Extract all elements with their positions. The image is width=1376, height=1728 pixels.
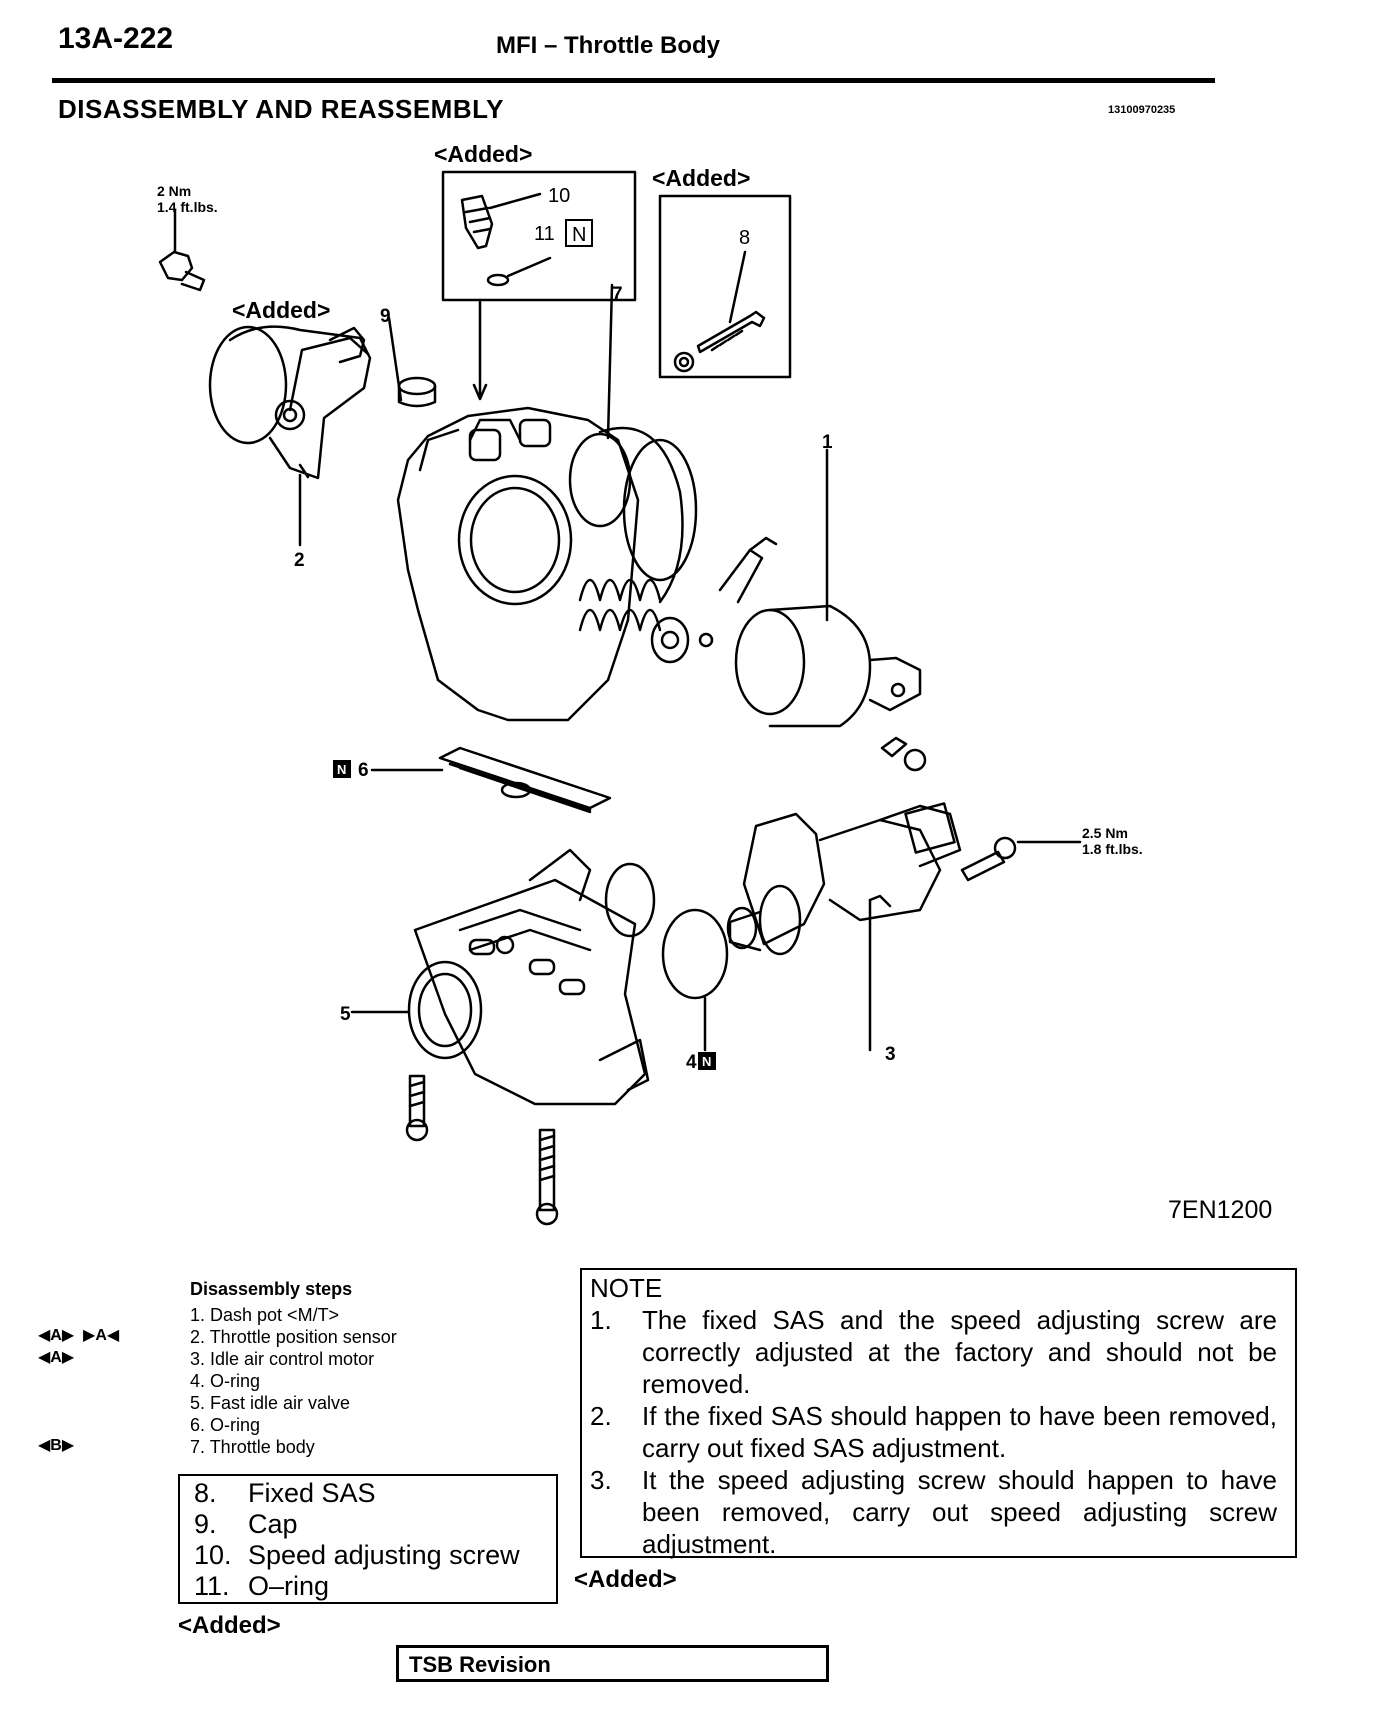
added-part-row: 9.Cap [194, 1509, 298, 1539]
fixed-sas-nut [673, 351, 695, 373]
callout-3: 3 [885, 1044, 896, 1065]
idle-air-control-motor [726, 802, 962, 1052]
added-part-row: 10.Speed adjusting screw [194, 1540, 520, 1570]
gasket [370, 746, 612, 814]
throttle-position-sensor [208, 325, 372, 547]
section-code: 13100970235 [1108, 104, 1176, 116]
note-item: 1.The fixed SAS and the speed adjusting … [590, 1305, 1277, 1399]
bottom-bolt-left [405, 1074, 429, 1142]
added-parts-label: <Added> [178, 1612, 281, 1639]
o-ring-4 [661, 908, 729, 1052]
o-ring-11 [486, 273, 510, 287]
n-mark-6 [333, 760, 351, 778]
svg-text:N: N [572, 224, 586, 246]
n-mark-11 [565, 219, 593, 247]
torque-top-ftlbs: 1.4 ft.lbs. [157, 199, 218, 215]
added-part-row: 8.Fixed SAS [194, 1478, 376, 1508]
step-item: 5. Fast idle air valve [190, 1393, 351, 1413]
callout-8: 8 [739, 227, 750, 249]
page-code: 13A-222 [58, 22, 174, 55]
callout-9: 9 [380, 306, 391, 327]
added-label-screw: <Added> [434, 141, 532, 167]
callout-7: 7 [612, 284, 623, 305]
torque-right-nm: 2.5 Nm [1082, 825, 1128, 841]
callout-10: 10 [548, 185, 570, 207]
torque-right-ftlbs: 1.8 ft.lbs. [1082, 841, 1143, 857]
added-box-sas [658, 194, 792, 379]
added-box-screw [441, 170, 637, 302]
step-item: 6. O-ring [190, 1415, 261, 1435]
step-item: 1. Dash pot <M/T> [190, 1305, 340, 1325]
step-mark: ◀B▶ [38, 1437, 75, 1454]
header-rule [52, 78, 1215, 83]
svg-text:N: N [337, 762, 346, 777]
callout-2: 2 [294, 550, 305, 571]
added-parts-box: 8.Fixed SAS 9.Cap 10.Speed adjusting scr… [178, 1474, 558, 1604]
n-mark-4 [698, 1052, 716, 1070]
dash-pot [734, 448, 922, 728]
added-label-tps: <Added> [232, 297, 330, 323]
note-item: 2.If the fixed SAS should happen to have… [590, 1401, 1277, 1463]
note-added-label: <Added> [574, 1566, 677, 1593]
note-item: 3.It the speed adjusting screw should ha… [590, 1465, 1277, 1559]
figure-code: 7EN1200 [1168, 1196, 1273, 1224]
exploded-diagram: <Added> <Added> <Added> 2 Nm 1.4 ft.lbs.… [157, 141, 1143, 1226]
throttle-body [396, 283, 778, 722]
svg-text:N: N [702, 1054, 711, 1069]
bottom-bolt-right [535, 1128, 559, 1226]
section-title: DISASSEMBLY AND REASSEMBLY [58, 94, 504, 124]
dash-pot-screw [880, 736, 927, 772]
step-mark: ◀A▶ [38, 1349, 75, 1366]
added-part-row: 11.O–ring [194, 1571, 330, 1601]
fixed-sas-bolt [696, 310, 766, 354]
callout-6: 6 [358, 760, 369, 781]
steps-heading: Disassembly steps [190, 1279, 353, 1299]
iac-screw [960, 836, 1082, 882]
step-item: 3. Idle air control motor [190, 1349, 375, 1369]
added-label-sas: <Added> [652, 165, 750, 191]
callout-1: 1 [822, 432, 833, 453]
step-item: 4. O-ring [190, 1371, 261, 1391]
step-mark: ◀A▶ ▶A◀ [38, 1327, 120, 1344]
callout-11: 11 [534, 223, 555, 245]
tsb-revision: TSB Revision [396, 1645, 829, 1682]
cap [387, 316, 437, 408]
disassembly-steps: Disassembly steps 1. Dash pot <M/T> 2. T… [190, 1278, 397, 1458]
page-title: MFI – Throttle Body [496, 32, 720, 59]
callout-5: 5 [340, 1004, 351, 1025]
speed-adjusting-screw [460, 194, 494, 250]
torque-top-nm: 2 Nm [157, 183, 191, 199]
tps-bolt [158, 208, 206, 292]
step-item: 7. Throttle body [190, 1437, 315, 1457]
note-title: NOTE [590, 1273, 663, 1303]
step-item: 2. Throttle position sensor [190, 1327, 397, 1347]
fast-idle-air-valve [350, 848, 656, 1106]
callout-4: 4 [686, 1052, 697, 1073]
note-box: NOTE 1.The fixed SAS and the speed adjus… [580, 1268, 1297, 1559]
